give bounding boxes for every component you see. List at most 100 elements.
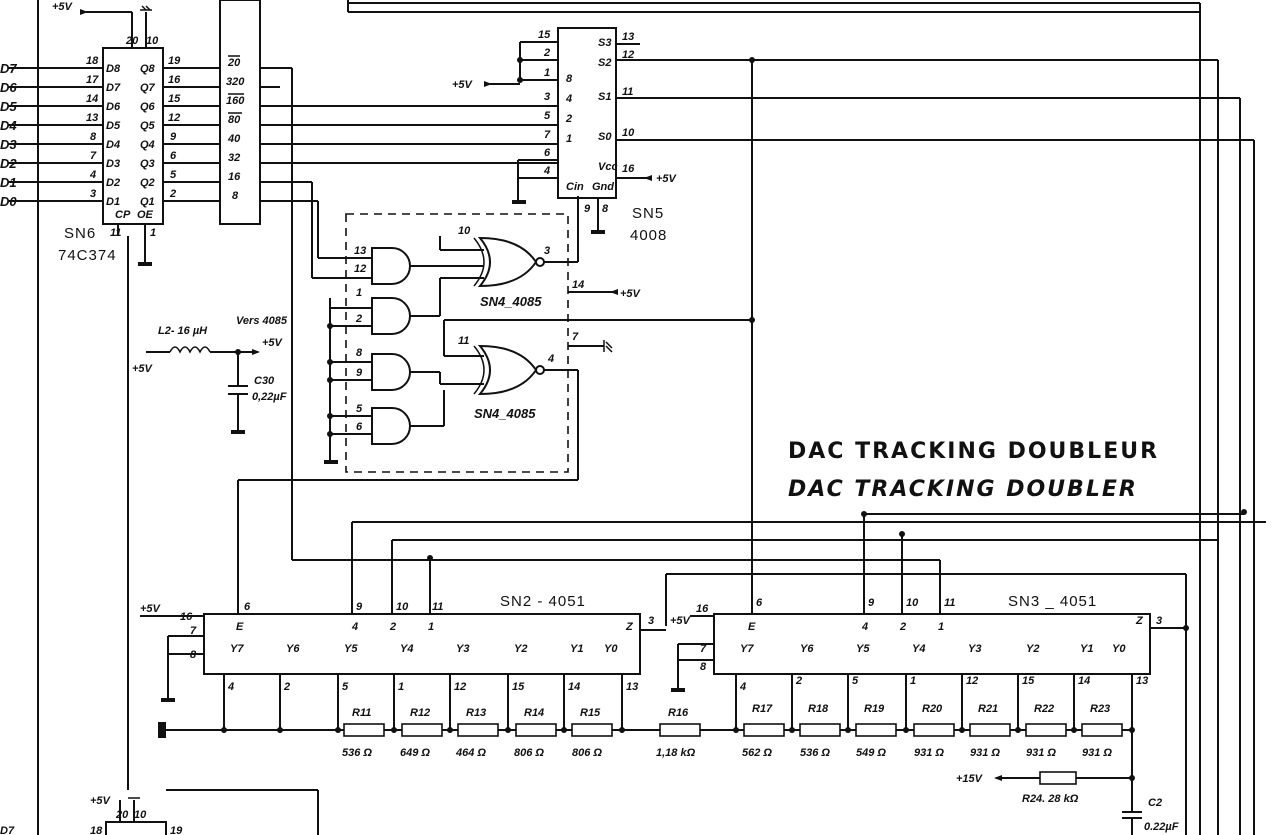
sn2-y: Y7	[230, 643, 244, 655]
sn2-ypin: 1	[398, 681, 404, 693]
filter-vin: +5V	[132, 363, 154, 375]
sn6-chip-d: D7	[106, 82, 121, 94]
sn2-pin8: 8	[190, 649, 197, 661]
sn5-out-label: S2	[598, 57, 611, 69]
sn6-chip: +5V 20 10 11 1 CP OE SN6 74C374	[37, 0, 164, 835]
sn5-bpin: 9	[584, 203, 591, 215]
sn4-pin: 13	[354, 245, 366, 257]
sn4-pin: 11	[458, 335, 469, 347]
sn3-z: Z	[1135, 615, 1144, 627]
sn5-cin: Cin	[566, 181, 584, 193]
r24-supply: +15V	[956, 773, 984, 785]
resistor-r22	[1025, 723, 1067, 737]
lower-supply: +5V	[90, 795, 112, 807]
sn3-pin8: 8	[700, 661, 707, 673]
sn2-ypin: 14	[568, 681, 580, 693]
sn2-y: Y5	[344, 643, 358, 655]
resistor-value: 536 Ω	[800, 747, 830, 759]
bus-label: 80	[228, 114, 241, 126]
resistor-r17	[743, 723, 785, 737]
sn3-ypin: 15	[1022, 675, 1035, 687]
resistor-value: 931 Ω	[1082, 747, 1112, 759]
resistor-name: R11	[352, 707, 371, 719]
filter-cap-name: C30	[254, 375, 275, 387]
sn5-part: 4008	[630, 227, 667, 244]
sn6-out-pin: 16	[168, 74, 181, 86]
resistor-value: 931 Ω	[970, 747, 1000, 759]
sn4-vcc: +5V	[620, 288, 642, 300]
sn6-chip-q: Q7	[140, 82, 156, 94]
sn2-pin11: 11	[432, 601, 443, 613]
sn6-out-pin: 19	[168, 55, 181, 67]
sn6-chip-q: Q4	[140, 139, 155, 151]
sn2-a1: 1	[428, 621, 434, 633]
bus-label: 160	[226, 95, 245, 107]
sn5-inner: 1	[566, 133, 572, 145]
sn5-rpin: 10	[622, 127, 635, 139]
resistor-r24	[1039, 771, 1077, 785]
sn5-out-label: S0	[598, 131, 612, 143]
sn6-out-pin: 2	[169, 188, 176, 200]
sn5-rpin: 12	[622, 49, 634, 61]
sn6-cp-label: CP	[115, 209, 131, 221]
sn6-out-pin: 12	[168, 112, 180, 124]
sn2-ypin: 2	[283, 681, 290, 693]
sn4-pin: 1	[356, 287, 362, 299]
resistor-r23	[1081, 723, 1123, 737]
sn2-y: Y3	[456, 643, 469, 655]
sn4-gates: 13 12 1 2 10 3 8 9 5 6 11 4 SN4_4085 SN4…	[237, 196, 752, 616]
sn3-ypin: 4	[739, 681, 746, 693]
sn5-out-label: S3	[598, 37, 611, 49]
sn6-in-pin: 4	[89, 169, 96, 181]
sn3-e: E	[748, 621, 756, 633]
title-line-2: DAC TRACKING DOUBLER	[788, 477, 1138, 502]
sn3-z-pin: 3	[1156, 615, 1162, 627]
right-bus	[351, 57, 1266, 835]
sn3-a4: 4	[861, 621, 868, 633]
bus-block: 20 320 160 80 40 32 16 8	[219, 0, 261, 225]
sn4-pin: 2	[355, 313, 362, 325]
resistor-r15	[571, 723, 613, 737]
resistor-name: R17	[752, 703, 773, 715]
filter-cap-value: 0,22µF	[252, 391, 287, 403]
resistor-name: R14	[524, 707, 544, 719]
sn6-in-pin: 8	[90, 131, 97, 143]
bus-label: 20	[227, 57, 241, 69]
sn4-gnd-pin: 7	[572, 331, 579, 343]
sn3-ypin: 5	[852, 675, 859, 687]
sn2-pin10: 10	[396, 601, 409, 613]
resistor-value: 562 Ω	[742, 747, 772, 759]
sn4-gate2-label: SN4_4085	[474, 406, 536, 421]
filter-vout: +5V	[262, 337, 284, 349]
c2-value: 0.22µF	[1144, 821, 1179, 833]
resistor-name: R18	[808, 703, 829, 715]
sn6-chip-d: D1	[106, 196, 120, 208]
sn3-chip: SN3 _ 4051 +5V 16 6 9 10 11 E 4 2 1 Z 3 …	[670, 593, 1189, 730]
resistor-name: R13	[466, 707, 486, 719]
sn3-pin16: 16	[696, 603, 709, 615]
sn3-y: Y7	[740, 643, 754, 655]
resistor-value: 931 Ω	[914, 747, 944, 759]
resistor-value: 806 Ω	[514, 747, 544, 759]
sn2-ypin: 12	[454, 681, 466, 693]
sn5-pin: 15	[538, 29, 551, 41]
sn6-input-label-d0: D0	[0, 194, 17, 209]
sn2-z-pin: 3	[648, 615, 654, 627]
sn6-inputs: D7 D6 D5 D4 D3 D2 D1 D0 18 17 14 13 8 7 …	[0, 55, 156, 209]
sn5-pin: 7	[544, 129, 551, 141]
resistor-r21	[969, 723, 1011, 737]
sn6-pin-10: 10	[146, 35, 159, 47]
sn2-chip: SN2 - 4051 +5V 16 6 9 10 11 E 4 2 1 Z 3 …	[140, 593, 666, 730]
sn4-gate1-label: SN4_4085	[480, 294, 542, 309]
lower-edge-label: D7	[0, 825, 15, 835]
sn5-out-label: Vcc	[598, 161, 618, 173]
resistor-r11	[343, 723, 385, 737]
resistor-r13	[457, 723, 499, 737]
sn3-name: SN3 _ 4051	[1008, 593, 1097, 610]
sn6-input-label-d7: D7	[0, 61, 17, 76]
sn3-ypin: 13	[1136, 675, 1148, 687]
sn6-input-label-d4: D4	[0, 118, 17, 133]
sn4-pin: 5	[356, 403, 363, 415]
sn6-chip-d: D3	[106, 158, 120, 170]
resistor-name: R16	[668, 707, 689, 719]
